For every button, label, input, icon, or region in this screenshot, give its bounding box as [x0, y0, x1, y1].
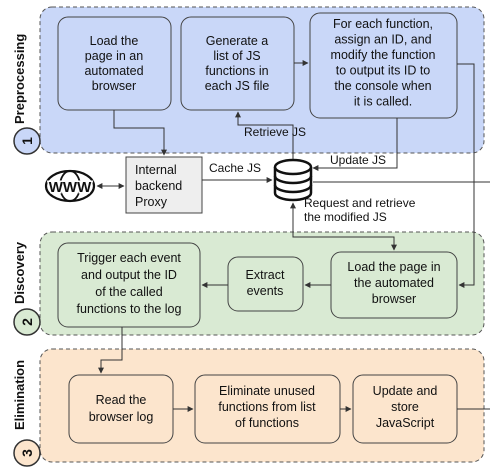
text-line: Generate a	[206, 34, 269, 48]
text-line: Request and retrieve	[304, 196, 416, 210]
text-line: of the called	[95, 285, 162, 299]
read-log-text: Read the browser log	[89, 393, 154, 424]
text-line: it is called.	[354, 95, 412, 109]
text-line: of functions	[235, 416, 299, 430]
text-line: browser	[372, 292, 416, 306]
text-line: Load the	[90, 34, 139, 48]
arrow-load-to-proxy	[113, 110, 167, 156]
text-line: Internal	[135, 163, 177, 177]
text-line: list of JS	[213, 49, 260, 63]
www-label: WWW	[49, 179, 92, 196]
arrow-assign-to-db	[312, 118, 398, 171]
text-line: Update and	[373, 384, 438, 398]
eliminate-unused-text: Eliminate unused functions from list of fu…	[218, 384, 316, 430]
arrow-assign-to-load-again	[457, 63, 475, 288]
text-line: Eliminate unused	[219, 384, 315, 398]
text-line: the automated	[354, 276, 434, 290]
text-line: automated	[84, 64, 143, 78]
text-line: assign an ID, and	[334, 33, 431, 47]
stage-number-1-text: 1	[19, 137, 35, 145]
arrow-db-to-generate	[235, 111, 294, 159]
text-line: For each function,	[333, 17, 433, 31]
globe-icon: WWW	[44, 169, 96, 203]
assign-id-box	[309, 12, 458, 119]
text-line: and output the ID	[81, 268, 177, 282]
text-line: Proxy	[135, 195, 168, 209]
read-log-box	[68, 374, 174, 444]
stage-number-2: 2	[13, 308, 41, 336]
database-icon	[273, 158, 313, 202]
update-js-label: Update JS	[330, 153, 386, 167]
text-line: browser log	[89, 410, 154, 424]
text-line: to output its ID to	[336, 64, 431, 78]
extract-events-box	[227, 256, 304, 312]
trigger-event-text: Trigger each event and output the ID of th…	[77, 251, 182, 316]
stage-number-3: 3	[13, 439, 41, 467]
retrieve-js-label: Retrieve JS	[244, 125, 306, 139]
text-line: store	[391, 400, 419, 414]
text-line: page in an	[85, 49, 143, 63]
text-line: Trigger each event	[77, 251, 181, 265]
text-line: JavaScript	[376, 416, 435, 430]
text-line: functions in	[205, 64, 268, 78]
stage-number-3-text: 3	[19, 449, 35, 457]
elimination-label: Elimination	[12, 360, 27, 430]
text-line: functions to the log	[77, 302, 182, 316]
stage-number-1: 1	[13, 127, 41, 155]
text-line: the console when	[334, 79, 431, 93]
text-line: browser	[92, 79, 136, 93]
extract-events-text: Extract events	[246, 268, 285, 298]
preprocessing-label: Preprocessing	[12, 34, 27, 124]
discovery-label: Discovery	[12, 241, 27, 304]
connectors	[96, 60, 490, 412]
trigger-event-box	[57, 242, 201, 328]
arrow-db-to-load-again	[290, 202, 397, 251]
text-line: events	[247, 284, 284, 298]
text-line: Read the	[96, 393, 147, 407]
text-line: modify the function	[331, 48, 436, 62]
stage-number-2-text: 2	[19, 318, 35, 326]
text-line: functions from list	[218, 400, 316, 414]
proxy-box	[125, 156, 203, 214]
cache-js-label: Cache JS	[209, 161, 261, 175]
text-line: the modified JS	[304, 210, 387, 224]
load-page-again-text: Load the page in the automated browser	[347, 260, 440, 306]
text-line: Load the page in	[347, 260, 440, 274]
arrow-trigger-to-read	[98, 327, 123, 374]
text-line: Extract	[246, 268, 285, 282]
text-line: backend	[135, 179, 182, 193]
text-line: each JS file	[205, 79, 270, 93]
